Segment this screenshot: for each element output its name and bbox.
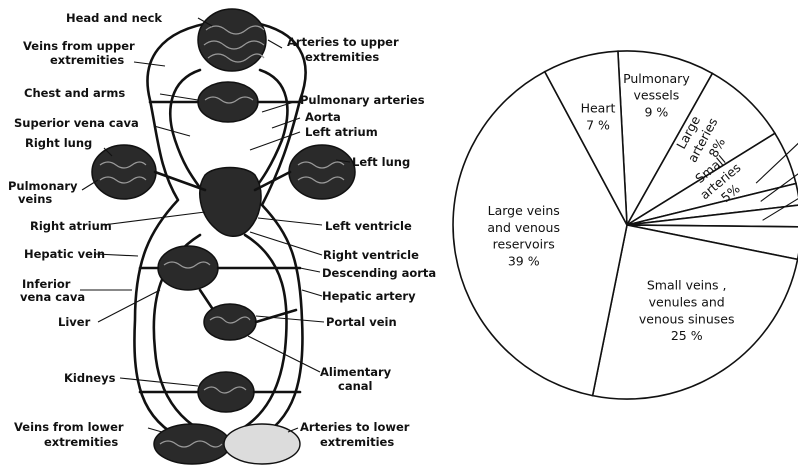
- right-lung-capillary-bed: [92, 145, 156, 199]
- venous-trunk: [134, 22, 215, 440]
- kidneys-capillary-bed: [198, 372, 254, 412]
- label-veins-lower-1: Veins from lower: [14, 420, 124, 434]
- pie-label-line: Heart: [581, 101, 616, 116]
- pie-label-line: 9 %: [644, 105, 668, 120]
- label-left-atrium: Left atrium: [305, 125, 378, 139]
- label-alimentary-2: canal: [338, 379, 372, 393]
- label-superior-vena-cava: Superior vena cava: [14, 116, 139, 130]
- pie-label-line: 25 %: [671, 328, 703, 343]
- label-pulmonary-arteries: Pulmonary arteries: [300, 93, 425, 107]
- label-right-ventricle: Right ventricle: [323, 248, 419, 262]
- label-inferior-vena-cava-2: vena cava: [20, 290, 85, 304]
- pie-label-line: reservoirs: [493, 237, 555, 252]
- label-pulmonary-veins-1: Pulmonary: [8, 179, 78, 193]
- label-veins-lower-2: extremities: [44, 435, 118, 449]
- label-pulmonary-veins-2: veins: [18, 192, 52, 206]
- label-left-lung: Left lung: [352, 155, 410, 169]
- circulation-diagram: Head and neck Veins from upper extremiti…: [8, 9, 436, 464]
- label-arteries-lower-1: Arteries to lower: [300, 420, 410, 434]
- portal-vein-branch: [200, 290, 212, 308]
- label-arteries-upper-1: Arteries to upper: [287, 35, 399, 49]
- label-head-and-neck: Head and neck: [66, 11, 162, 25]
- label-alimentary-1: Alimentary: [320, 365, 392, 379]
- pie-label-line: venules and: [649, 294, 725, 309]
- label-hepatic-vein: Hepatic vein: [24, 247, 105, 261]
- label-aorta: Aorta: [305, 110, 341, 124]
- lower-extremity-arterial-bed: [224, 424, 300, 464]
- head-and-neck-capillary-bed: [198, 9, 266, 71]
- label-veins-upper-1: Veins from upper: [23, 39, 135, 53]
- heart-shape: [200, 168, 261, 237]
- pie-label-line: Large veins: [488, 203, 560, 218]
- alimentary-capillary-bed: [204, 304, 256, 340]
- pie-label-line: 7 %: [586, 118, 610, 133]
- label-arteries-upper-2: extremities: [305, 50, 379, 64]
- left-lung-capillary-bed: [289, 145, 355, 199]
- label-kidneys: Kidneys: [64, 371, 116, 385]
- label-right-lung: Right lung: [25, 136, 92, 150]
- pie-label-line: vessels: [634, 88, 680, 103]
- label-left-ventricle: Left ventricle: [325, 219, 412, 233]
- pie-label-line: 39 %: [508, 254, 540, 269]
- label-right-atrium: Right atrium: [30, 219, 112, 233]
- pie-label-line: and venous: [487, 220, 560, 235]
- chest-and-arms-capillary-bed: [198, 82, 258, 122]
- label-descending-aorta: Descending aorta: [322, 266, 436, 280]
- label-arteries-lower-2: extremities: [320, 435, 394, 449]
- pie-label-line: venous sinuses: [639, 311, 735, 326]
- pie-label-line: Pulmonary: [623, 71, 690, 86]
- arterial-trunk: [250, 22, 306, 440]
- label-hepatic-artery: Hepatic artery: [322, 289, 416, 303]
- label-portal-vein: Portal vein: [326, 315, 397, 329]
- label-inferior-vena-cava-1: Inferior: [22, 277, 71, 291]
- label-veins-upper-2: extremities: [50, 53, 124, 67]
- label-chest-and-arms: Chest and arms: [24, 86, 125, 100]
- pie-label-line: Small veins ,: [647, 278, 727, 293]
- label-liver: Liver: [58, 315, 91, 329]
- right-pulmonary-branch: [155, 172, 205, 190]
